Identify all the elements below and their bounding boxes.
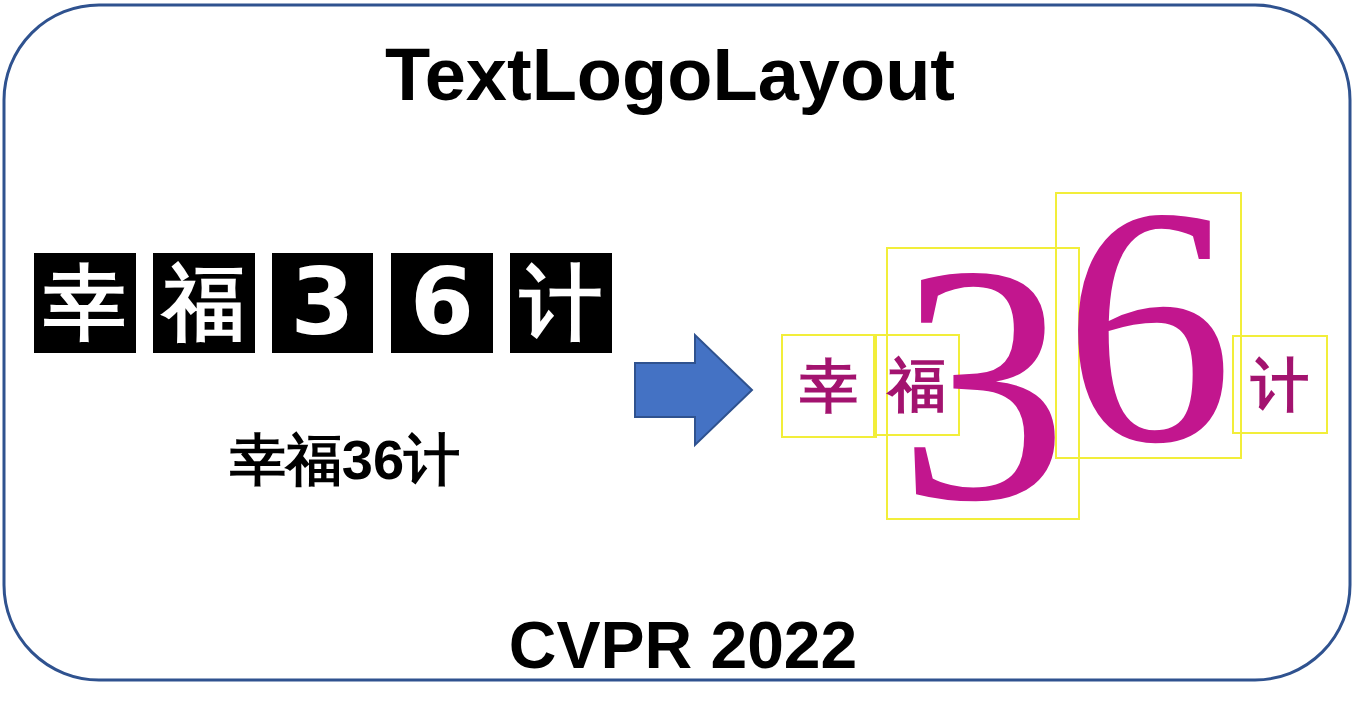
venue-label: CVPR 2022 xyxy=(509,612,858,678)
tile-glyph: 3 xyxy=(290,257,354,349)
layout-box: 3 xyxy=(886,247,1080,520)
diagram-title: TextLogoLayout xyxy=(385,38,955,112)
layout-box: 计 xyxy=(1232,335,1328,434)
glyph-tile: 3 xyxy=(272,253,373,353)
tile-glyph: 计 xyxy=(520,262,602,344)
logo-glyph: 6 xyxy=(1064,156,1234,496)
logo-glyph: 幸 xyxy=(800,357,858,415)
logo-glyph: 计 xyxy=(1251,356,1309,414)
logo-glyph: 3 xyxy=(898,214,1068,554)
layout-box: 6 xyxy=(1055,192,1242,459)
glyph-tile: 福 xyxy=(153,253,255,353)
tile-glyph: 福 xyxy=(163,262,245,344)
glyph-tile: 计 xyxy=(510,253,612,353)
rounded-frame xyxy=(4,5,1350,680)
glyph-tile: 6 xyxy=(391,253,493,353)
flow-arrow xyxy=(635,335,752,445)
tile-glyph: 幸 xyxy=(44,262,126,344)
glyph-tile: 幸 xyxy=(34,253,136,353)
input-text: 幸福36计 xyxy=(230,432,460,488)
tile-glyph: 6 xyxy=(410,257,474,349)
layout-box: 幸 xyxy=(781,334,877,438)
